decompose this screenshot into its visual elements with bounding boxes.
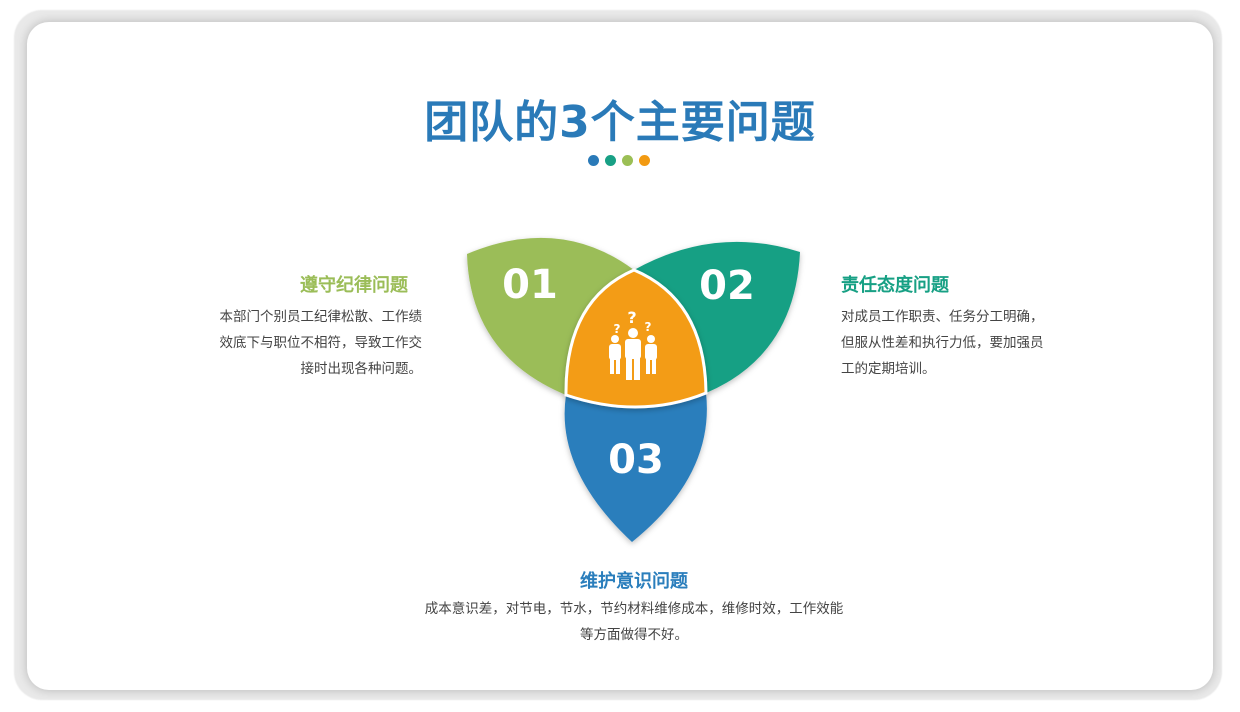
petal-03 <box>564 393 707 542</box>
desc-discipline-line-3: 接时出现各种问题。 <box>300 361 423 377</box>
desc-discipline-line-2: 效底下与职位不相符，导致工作交 <box>219 335 423 351</box>
petal-02 <box>634 241 800 393</box>
heading-discipline: 遵守纪律问题 <box>300 275 408 296</box>
dot-3 <box>622 155 633 166</box>
desc-responsibility: 对成员工作职责、任务分工明确， 但服从性差和执行力低，要加强员 工的定期培训。 <box>841 304 1081 382</box>
team-question-icon: ? ? ? <box>609 308 657 380</box>
page-title: 团队的3个主要问题 <box>424 97 816 148</box>
desc-responsibility-line-2: 但服从性差和执行力低，要加强员 <box>841 335 1044 351</box>
dot-2 <box>605 155 616 166</box>
desc-responsibility-line-1: 对成员工作职责、任务分工明确， <box>841 309 1044 325</box>
title-dots <box>588 155 650 167</box>
desc-maintenance-line-2: 等方面做得不好。 <box>580 627 688 643</box>
heading-responsibility: 责任态度问题 <box>841 275 949 296</box>
question-mark-2: ? <box>614 322 621 336</box>
petal-number-03: 03 <box>608 437 664 483</box>
center-piece <box>564 268 708 409</box>
desc-maintenance: 成本意识差，对节电，节水，节约材料维修成本，维修时效，工作效能 等方面做得不好。 <box>0 596 1240 648</box>
desc-discipline-line-1: 本部门个别员工纪律松散、工作绩 <box>219 309 423 325</box>
desc-responsibility-line-3: 工的定期培训。 <box>841 361 936 377</box>
dot-1 <box>588 155 599 166</box>
heading-maintenance: 维护意识问题 <box>580 571 688 592</box>
petal-number-01: 01 <box>502 262 558 308</box>
petal-01 <box>467 237 634 395</box>
desc-maintenance-line-1: 成本意识差，对节电，节水，节约材料维修成本，维修时效，工作效能 <box>424 601 844 617</box>
question-mark-1: ? <box>627 308 636 327</box>
petal-number-02: 02 <box>699 263 755 309</box>
dot-4 <box>639 155 650 166</box>
desc-discipline: 本部门个别员工纪律松散、工作绩 效底下与职位不相符，导致工作交 接时出现各种问题… <box>196 304 423 382</box>
question-mark-3: ? <box>645 320 652 334</box>
